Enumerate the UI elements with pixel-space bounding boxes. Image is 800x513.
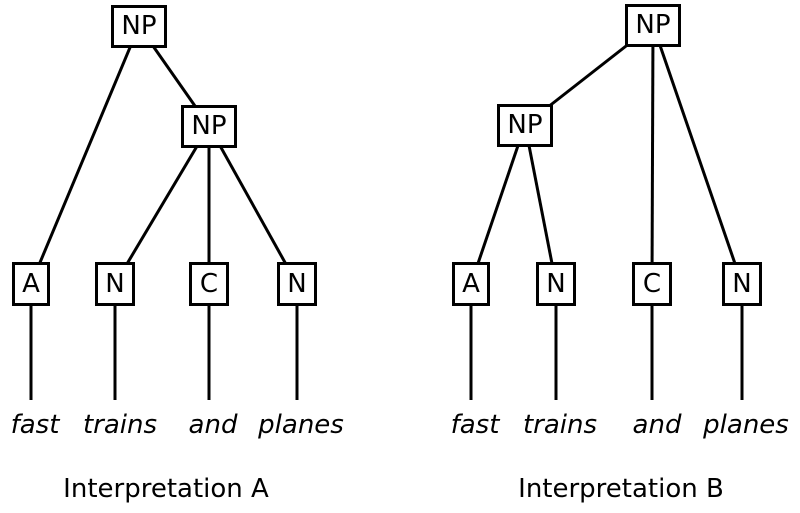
node-label: NP	[121, 11, 157, 41]
leaf-word-and: and	[632, 410, 682, 440]
tree-node-np-tree-b: NP	[497, 103, 553, 147]
tree-node-n-tree-b: N	[536, 262, 576, 306]
edge-np-c-tree-b	[650, 24, 655, 285]
edge-np-n-tree-b	[651, 24, 744, 285]
tree-node-c-tree-a: C	[189, 262, 229, 306]
node-label: N	[105, 269, 125, 299]
caption-interpretation-a: Interpretation A	[63, 474, 269, 504]
tree-node-n-tree-a: N	[95, 262, 135, 306]
leaf-word-planes: planes	[258, 410, 344, 440]
caption-interpretation-b: Interpretation B	[518, 474, 724, 504]
edge-np-a-tree-b	[469, 124, 527, 285]
leaf-word-trains: trains	[82, 410, 158, 440]
tree-node-np-tree-b: NP	[625, 3, 681, 47]
leaf-word-fast: fast	[450, 410, 500, 440]
node-label: N	[732, 269, 752, 299]
tree-node-a-tree-b: A	[452, 262, 490, 306]
tree-node-np-tree-a: NP	[111, 4, 167, 48]
leaf-word-trains: trains	[522, 410, 598, 440]
node-label: C	[199, 269, 219, 299]
tree-node-a-tree-a: A	[12, 262, 50, 306]
tree-node-n-tree-b: N	[722, 262, 762, 306]
edge-np-n-tree-a	[113, 125, 211, 285]
node-label: NP	[191, 111, 227, 141]
edge-np-n-tree-a	[207, 125, 299, 285]
tree-node-c-tree-b: C	[632, 262, 672, 306]
edge-np-n-tree-b	[523, 124, 558, 285]
node-label: NP	[507, 110, 543, 140]
node-label: NP	[635, 10, 671, 40]
leaf-word-planes: planes	[703, 410, 789, 440]
node-label: N	[287, 269, 307, 299]
tree-node-np-tree-a: NP	[181, 104, 237, 148]
node-label: A	[22, 269, 40, 299]
node-label: A	[462, 269, 480, 299]
node-label: C	[642, 269, 662, 299]
edge-np-a-tree-a	[29, 25, 141, 285]
leaf-word-fast: fast	[10, 410, 60, 440]
leaf-word-and: and	[188, 410, 238, 440]
tree-node-n-tree-a: N	[277, 262, 317, 306]
node-label: N	[546, 269, 566, 299]
